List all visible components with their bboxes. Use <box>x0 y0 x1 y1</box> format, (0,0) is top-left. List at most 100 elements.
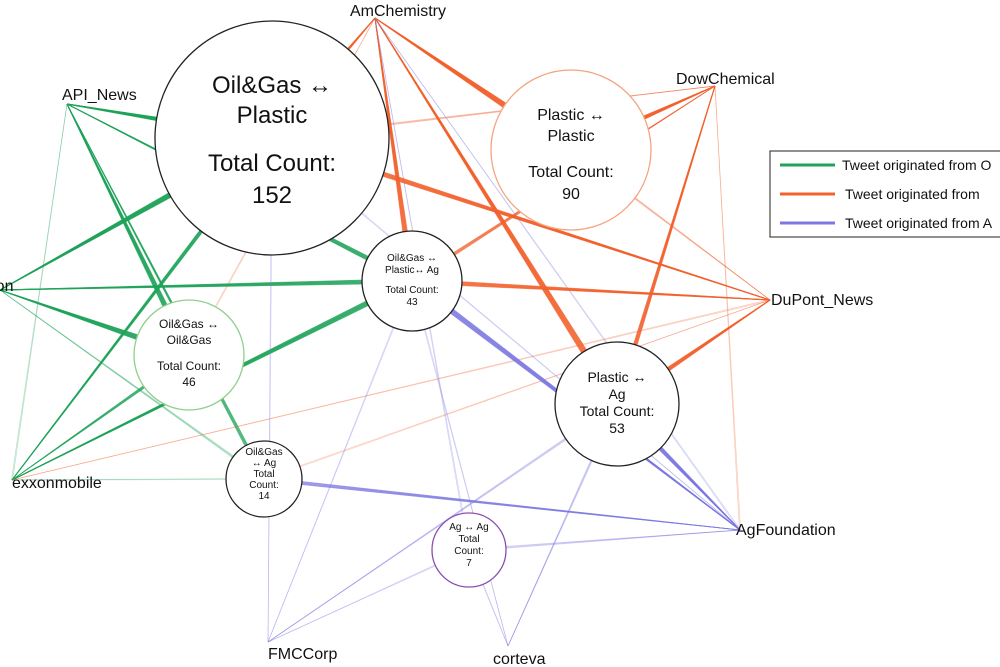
cluster-text-line: Plastic ↔ <box>587 369 646 385</box>
edge-strand <box>714 85 740 531</box>
edge-strand <box>0 289 265 479</box>
node-label-DowChemical: DowChemical <box>676 71 775 88</box>
edge-strand <box>11 300 771 481</box>
node-label-API_News: API_News <box>62 87 137 104</box>
edge-strand <box>264 299 771 480</box>
cluster-text-line: Ag <box>608 386 625 402</box>
cluster-text-line: Plastic <box>547 128 594 145</box>
edge-strand <box>412 278 771 301</box>
cluster-circle <box>225 440 303 518</box>
cluster-text-line: Total Count: <box>528 164 613 181</box>
cluster-circle <box>133 299 245 411</box>
legend-label-ag: Tweet originated from A <box>845 215 993 231</box>
edge-strand <box>264 477 741 531</box>
cluster-text-line: 152 <box>252 182 292 209</box>
edge-strand <box>374 17 741 530</box>
legend-label-chemical: Tweet originated from <box>845 186 980 202</box>
edge-DowChemical-AgFoundation <box>714 85 741 531</box>
edge-strand <box>267 404 618 643</box>
cluster-text-line: Plastic↔ Ag <box>385 265 439 276</box>
edge-strand <box>0 289 265 479</box>
edge-strand <box>267 281 413 643</box>
cluster-circle <box>554 341 680 467</box>
edge-strand <box>267 402 617 643</box>
edge-FMCCorp-oilgas_plastic_ag <box>267 280 413 643</box>
cluster-text-line: 43 <box>406 297 418 308</box>
edge-strand <box>468 529 741 550</box>
edge-strand <box>469 529 741 552</box>
cluster-text-line: Total <box>253 469 274 480</box>
edge-strand <box>11 103 68 480</box>
cluster-circle <box>431 512 507 588</box>
node-label-FMCCorp: FMCCorp <box>268 646 337 663</box>
cluster-text-line: Ag ↔ Ag <box>449 522 488 533</box>
cluster-circle <box>154 20 390 256</box>
edge-strand <box>267 403 617 643</box>
cluster-text-line: Plastic ↔ <box>537 107 605 124</box>
edge-corteva-oilgas_plastic_ag <box>411 280 509 647</box>
cluster-text-line: Total Count: <box>385 285 438 296</box>
cluster-text-line: Total Count: <box>157 359 221 373</box>
node-label-Chevron: Chevron <box>0 278 13 295</box>
legend: Tweet originated from O Tweet originated… <box>769 150 1000 238</box>
edge-AmChemistry-AgFoundation <box>374 17 741 531</box>
edge-strand <box>0 289 264 480</box>
cluster-text-line: Total Count: <box>580 403 655 419</box>
cluster-text-line: 53 <box>609 420 625 436</box>
legend-label-oilgas: Tweet originated from O <box>842 157 992 173</box>
cluster-text-line: Oil&Gas <box>245 447 282 458</box>
edge-AgFoundation-oilgas_ag <box>263 477 741 531</box>
cluster-text-line: ↔ Ag <box>252 458 276 469</box>
edge-strand <box>11 299 770 481</box>
edge-Chevron-oilgas_plastic_ag <box>0 278 413 291</box>
cluster-text-line: Total <box>458 534 479 545</box>
edge-strand <box>0 282 413 291</box>
edge-DuPont_News-oilgas_plastic_ag <box>411 278 771 301</box>
node-label-corteva: corteva <box>493 651 546 667</box>
edge-strand <box>411 281 509 647</box>
edge-strand <box>263 299 771 479</box>
edge-FMCCorp-plastic_ag <box>267 402 618 643</box>
cluster-text-line: 7 <box>466 558 472 569</box>
edge-exxonmobile-oilgas_ag <box>11 478 265 481</box>
edge-exxonmobile-DuPont_News <box>11 299 771 481</box>
cluster-text-line: Oil&Gas ↔ <box>387 253 437 264</box>
edge-DuPont_News-oilgas_ag <box>263 299 771 480</box>
edge-AgFoundation-ag_ag <box>468 529 741 552</box>
cluster-text-line: Count: <box>454 546 483 557</box>
edge-strand <box>412 280 509 647</box>
edge-strand <box>469 529 741 551</box>
cluster-oilgas_plastic_ag: Oil&Gas ↔Plastic↔ Ag Total Count:43 <box>361 230 463 332</box>
cluster-text-line: Oil&Gas ↔ <box>212 72 332 99</box>
edge-strand <box>374 17 740 531</box>
edge-strand <box>66 103 263 480</box>
cluster-text-line: Total Count: <box>208 150 336 177</box>
edge-API_News-exxonmobile <box>11 103 68 481</box>
edge-strand <box>0 289 264 481</box>
cluster-text-line: 14 <box>258 491 270 502</box>
node-label-exxonmobile: exxonmobile <box>12 475 102 492</box>
cluster-text-line: Oil&Gas ↔ <box>159 317 219 331</box>
edge-strand <box>468 529 741 550</box>
node-label-AmChemistry: AmChemistry <box>350 3 446 20</box>
cluster-circle <box>361 230 463 332</box>
cluster-text-line: Oil&Gas <box>167 333 212 347</box>
edge-strand <box>11 478 264 481</box>
node-label-AgFoundation: AgFoundation <box>736 522 836 539</box>
node-label-DuPont_News: DuPont_News <box>771 292 873 309</box>
cluster-text-line: Plastic <box>237 102 308 129</box>
cluster-text-line: 46 <box>182 375 196 389</box>
edge-strand <box>714 85 741 530</box>
edge-strand <box>267 280 412 643</box>
edge-API_News-oilgas_ag <box>66 103 266 480</box>
edge-Chevron-oilgas_ag <box>0 289 265 481</box>
edge-strand <box>12 103 68 481</box>
